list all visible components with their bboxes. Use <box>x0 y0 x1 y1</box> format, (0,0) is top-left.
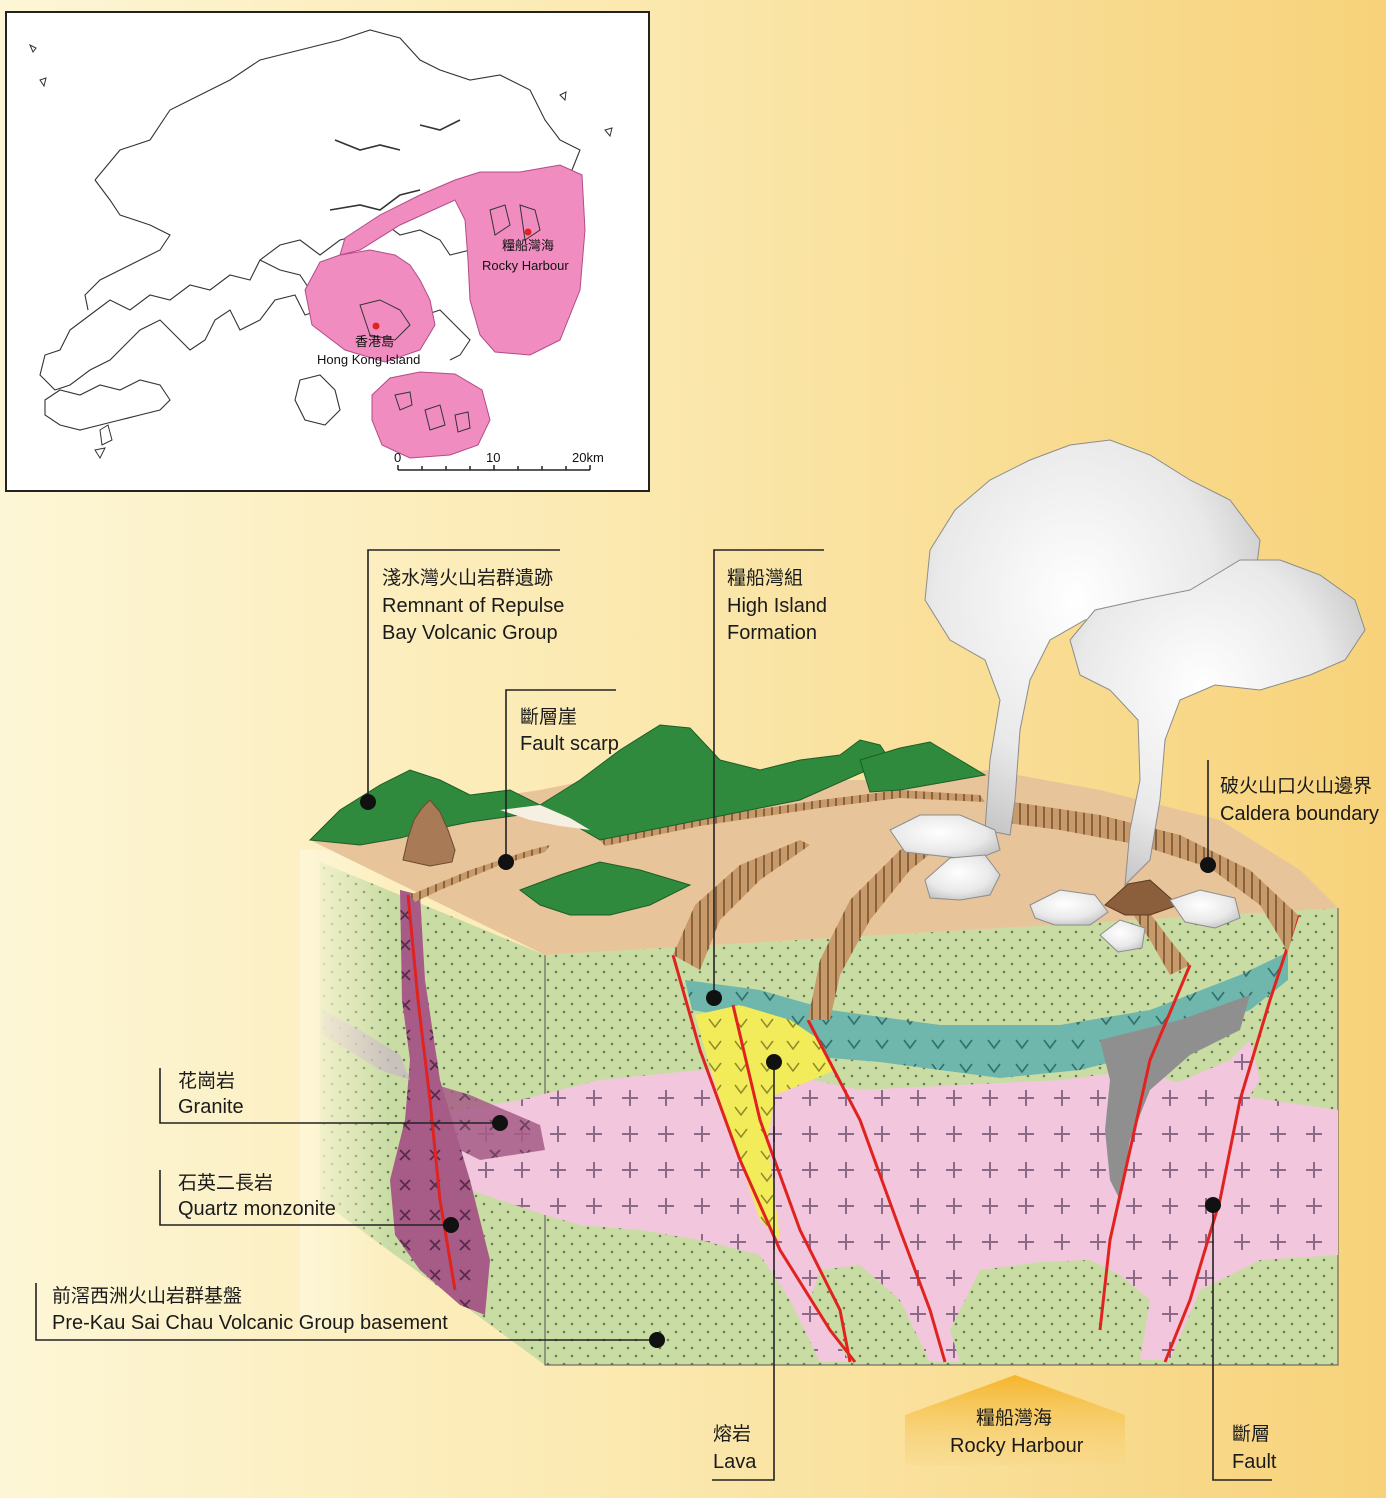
quartz-monzonite-zh: 石英二長岩 <box>178 1172 273 1194</box>
rocky-harbour-label-en: Rocky Harbour <box>950 1435 1084 1457</box>
hill-island <box>518 861 692 916</box>
scale-tick-0: 0 <box>394 450 401 465</box>
repulse-bay-en1: Remnant of Repulse <box>382 595 564 617</box>
leader-fault <box>1212 1205 1272 1481</box>
lava-en: Lava <box>713 1451 757 1473</box>
leader-basement <box>35 1283 657 1341</box>
lava-body <box>695 1005 835 1240</box>
scale-tick-20: 20km <box>572 450 604 465</box>
steam-puff-3 <box>1029 889 1109 926</box>
hill-right <box>859 741 987 793</box>
basement-en: Pre-Kau Sai Chau Volcanic Group basement <box>52 1312 448 1334</box>
coastline <box>39 29 581 391</box>
steam-plume-left <box>924 439 1261 836</box>
repulse-bay-en2: Bay Volcanic Group <box>382 622 558 644</box>
hong-kong-island-dot <box>372 322 380 330</box>
caldera-zone-south <box>371 371 491 459</box>
caldera-wall-inner <box>1130 900 1190 975</box>
rocky-harbour-dot <box>524 228 532 236</box>
dot-granite <box>492 1115 508 1131</box>
fault-lines <box>406 894 1300 1363</box>
leader-lava <box>712 1062 775 1481</box>
granite-zh: 花崗岩 <box>178 1070 235 1092</box>
quartz-monzonite-arm <box>420 1080 545 1160</box>
dot-caldera <box>1200 857 1216 873</box>
block-diagram <box>300 439 1366 1465</box>
leader-dots <box>360 794 1221 1348</box>
steam-puff-1 <box>889 814 1001 861</box>
steam-plume-right <box>1069 559 1366 887</box>
lava-zh: 熔岩 <box>713 1423 751 1445</box>
high-island-en2: Formation <box>727 622 817 644</box>
hong-kong-island-en: Hong Kong Island <box>317 352 420 367</box>
fault-scarp-en: Fault scarp <box>520 733 619 755</box>
steam-clouds <box>889 439 1366 953</box>
dot-repulse-bay <box>360 794 376 810</box>
dot-fault <box>1205 1197 1221 1213</box>
leaders <box>35 549 1272 1481</box>
caldera-wall-left <box>673 840 810 970</box>
leader-fault-scarp <box>505 689 616 860</box>
granite-upper-left <box>1110 1040 1260 1255</box>
steam-puff-2 <box>924 854 1001 901</box>
leader-high-island <box>713 549 824 998</box>
leader-repulse-bay <box>367 549 560 800</box>
roads <box>329 119 461 211</box>
leader-quartz <box>159 1170 451 1226</box>
rocky-harbour-en: Rocky Harbour <box>482 258 569 273</box>
island-outlines <box>359 204 541 433</box>
high-island-zh: 糧船灣組 <box>727 567 803 589</box>
steam-puff-5 <box>1099 919 1146 953</box>
caldera-wall-mid <box>808 815 970 1020</box>
stream <box>500 805 590 830</box>
rocky-harbour-zh: 糧船灣海 <box>502 238 554 253</box>
caldera-zone-north <box>339 164 586 356</box>
dot-quartz <box>443 1217 459 1233</box>
inset-map: 糧船灣海 Rocky Harbour 香港島 Hong Kong Island … <box>5 11 650 492</box>
granite-en: Granite <box>178 1096 244 1118</box>
basement-zh: 前滘西洲火山岩群基盤 <box>52 1285 242 1307</box>
fault-en: Fault <box>1232 1451 1277 1473</box>
caldera-zh: 破火山口火山邊界 <box>1220 775 1372 797</box>
repulse-bay-zh: 淺水灣火山岩群遺跡 <box>382 567 553 589</box>
grey-intrusion <box>1100 995 1250 1200</box>
rock-pinnacle <box>402 799 456 867</box>
dot-high-island <box>706 990 722 1006</box>
labels: 淺水灣火山岩群遺跡 Remnant of Repulse Bay Volcani… <box>52 567 1379 1473</box>
fault-zh: 斷層 <box>1232 1423 1270 1445</box>
rocky-harbour-label-zh: 糧船灣海 <box>976 1407 1052 1429</box>
left-fade <box>300 850 390 1330</box>
scale-tick-10: 10 <box>486 450 500 465</box>
caldera-zone-west <box>304 249 436 363</box>
scarp-band-2 <box>600 790 985 846</box>
quartz-monzonite-en: Quartz monzonite <box>178 1198 336 1220</box>
high-island-en1: High Island <box>727 595 827 617</box>
scale-bar: 0 10 20km <box>394 450 604 471</box>
dot-lava <box>766 1054 782 1070</box>
lamma-coast <box>294 374 341 426</box>
steam-puff-4 <box>1169 889 1241 929</box>
hill-centre <box>539 724 891 841</box>
coastline-2 <box>84 179 311 311</box>
fault-scarp-band <box>410 845 550 902</box>
leader-granite <box>159 1068 500 1124</box>
dot-fault-scarp <box>498 854 514 870</box>
caldera-en: Caldera boundary <box>1220 803 1379 825</box>
small-islands <box>29 43 613 460</box>
lantau-coast <box>44 379 171 431</box>
dot-basement <box>649 1332 665 1348</box>
hong-kong-island-zh: 香港島 <box>355 334 394 349</box>
fault-scarp-zh: 斷層崖 <box>520 706 577 728</box>
rocky-harbour-arrow <box>905 1375 1125 1465</box>
